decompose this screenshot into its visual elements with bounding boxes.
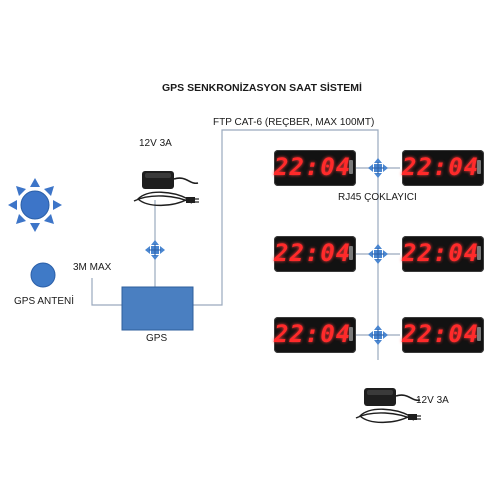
digital-clock-display: 22:04 [274, 317, 356, 353]
power-supply-label-bottom: 12V 3A [416, 395, 449, 406]
cable-label: FTP CAT-6 (REÇBER, MAX 100MT) [213, 117, 375, 128]
power-adapter-icon [133, 170, 200, 207]
diagram-title: GPS SENKRONİZASYON SAAT SİSTEMİ [162, 82, 362, 94]
clock-time: 22:04 [402, 320, 480, 348]
clock-time: 22:04 [274, 239, 352, 267]
gps-antenna-icon [30, 262, 56, 288]
digital-clock-display: 22:04 [274, 236, 356, 272]
power-adapter-icon [355, 387, 422, 424]
rj45-splitter-icon [367, 157, 389, 179]
digital-clock-display: 22:04 [402, 150, 484, 186]
digital-clock-display: 22:04 [402, 236, 484, 272]
rj45-splitter-icon [367, 243, 389, 265]
clock-time: 22:04 [402, 153, 480, 181]
rj45-splitter-label: RJ45 ÇOKLAYICI [338, 192, 417, 203]
rj45-splitter-icon [367, 324, 389, 346]
sun-icon [8, 178, 62, 232]
cable-length-label: 3M MAX [73, 262, 112, 273]
power-supply-label-top: 12V 3A [139, 138, 172, 149]
digital-clock-display: 22:04 [402, 317, 484, 353]
gps-antenna-label: GPS ANTENİ [14, 296, 75, 307]
clock-time: 22:04 [274, 153, 352, 181]
gps-receiver-box [121, 286, 194, 331]
gps-label: GPS [146, 333, 168, 344]
digital-clock-display: 22:04 [274, 150, 356, 186]
clock-time: 22:04 [402, 239, 480, 267]
rj45-splitter-icon [144, 239, 166, 261]
clock-time: 22:04 [274, 320, 352, 348]
